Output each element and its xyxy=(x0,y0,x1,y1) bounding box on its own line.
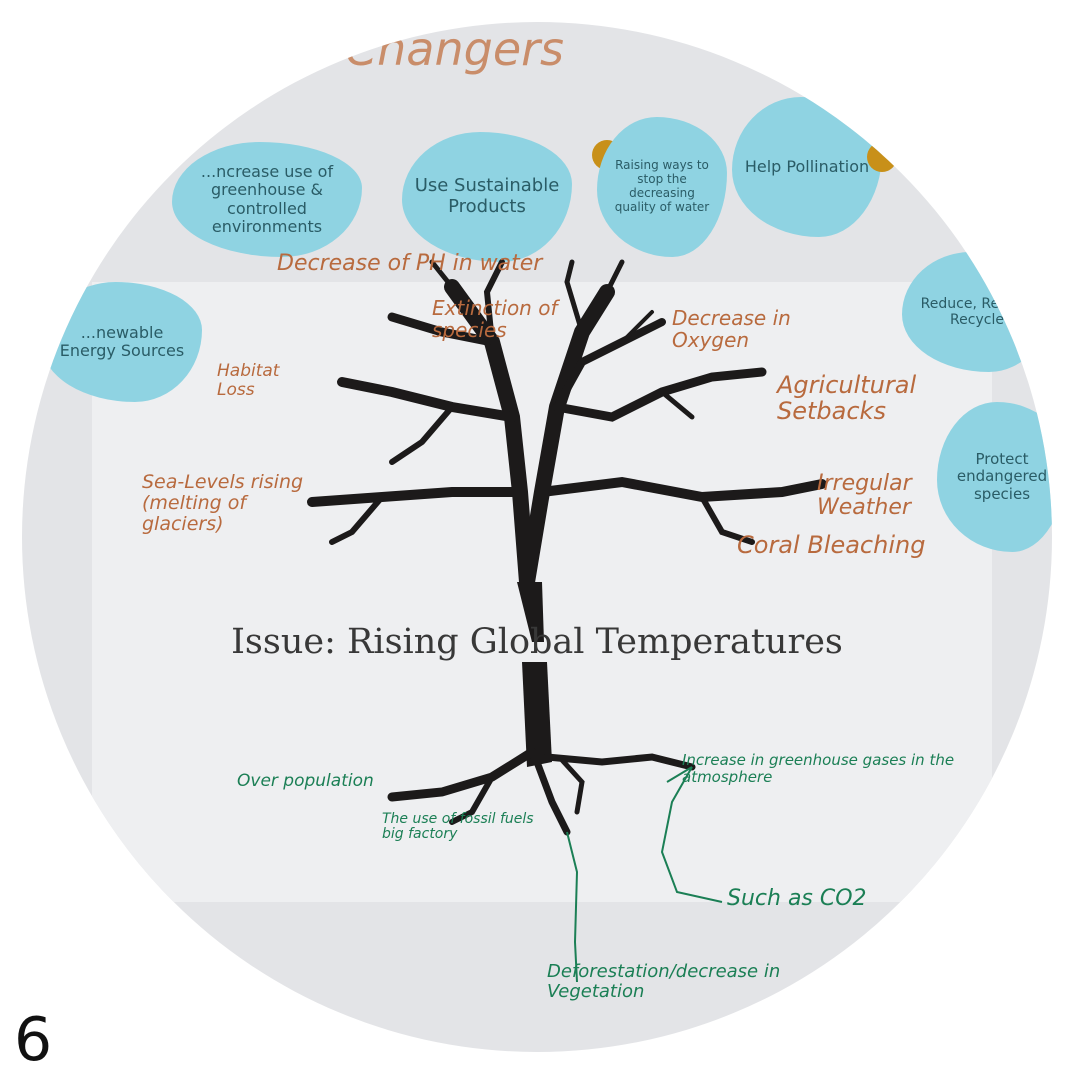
root-label: Over population xyxy=(237,771,374,791)
sticky-note: Help Pollination xyxy=(732,97,882,237)
root-label: Such as CO2 xyxy=(727,886,867,911)
poster-heading: ...ate Changers xyxy=(212,22,565,76)
corner-glyph: 6 xyxy=(14,1005,53,1075)
root-label: The use of fossil fuels big factory xyxy=(382,811,534,843)
sticky-note: Raising ways to stop the decreasing qual… xyxy=(597,117,727,257)
sticky-note: Use Sustainable Products xyxy=(402,132,572,262)
sticky-note: Protect endangered species xyxy=(937,402,1052,552)
branch-label: Decrease of PH in water xyxy=(277,251,543,276)
poster-photo: ...ate Changers ...ncrease use of greenh… xyxy=(22,22,1052,1052)
branch-label: Habitat Loss xyxy=(217,361,280,400)
branch-label: Decrease in Oxygen xyxy=(672,306,791,352)
branch-label: Sea-Levels rising (melting of glaciers) xyxy=(142,471,304,535)
root-label: Increase in greenhouse gases in the atmo… xyxy=(682,751,955,786)
pushpin-icon xyxy=(867,142,897,172)
branch-label: Extinction of species xyxy=(432,296,558,342)
sticky-note: ...newable Energy Sources xyxy=(42,282,202,402)
tree-illustration xyxy=(307,259,827,983)
sticky-note: Reduce, Re-use, Recycle xyxy=(902,252,1052,372)
branch-label: Agricultural Setbacks xyxy=(777,371,917,426)
root-label: Deforestation/decrease in Vegetation xyxy=(547,961,781,1002)
issue-title: Issue: Rising Global Temperatures xyxy=(231,622,843,662)
branch-label: Irregular Weather xyxy=(817,471,912,521)
branch-label: Coral Bleaching xyxy=(737,531,926,559)
sticky-note: ...ncrease use of greenhouse & controlle… xyxy=(172,142,362,257)
